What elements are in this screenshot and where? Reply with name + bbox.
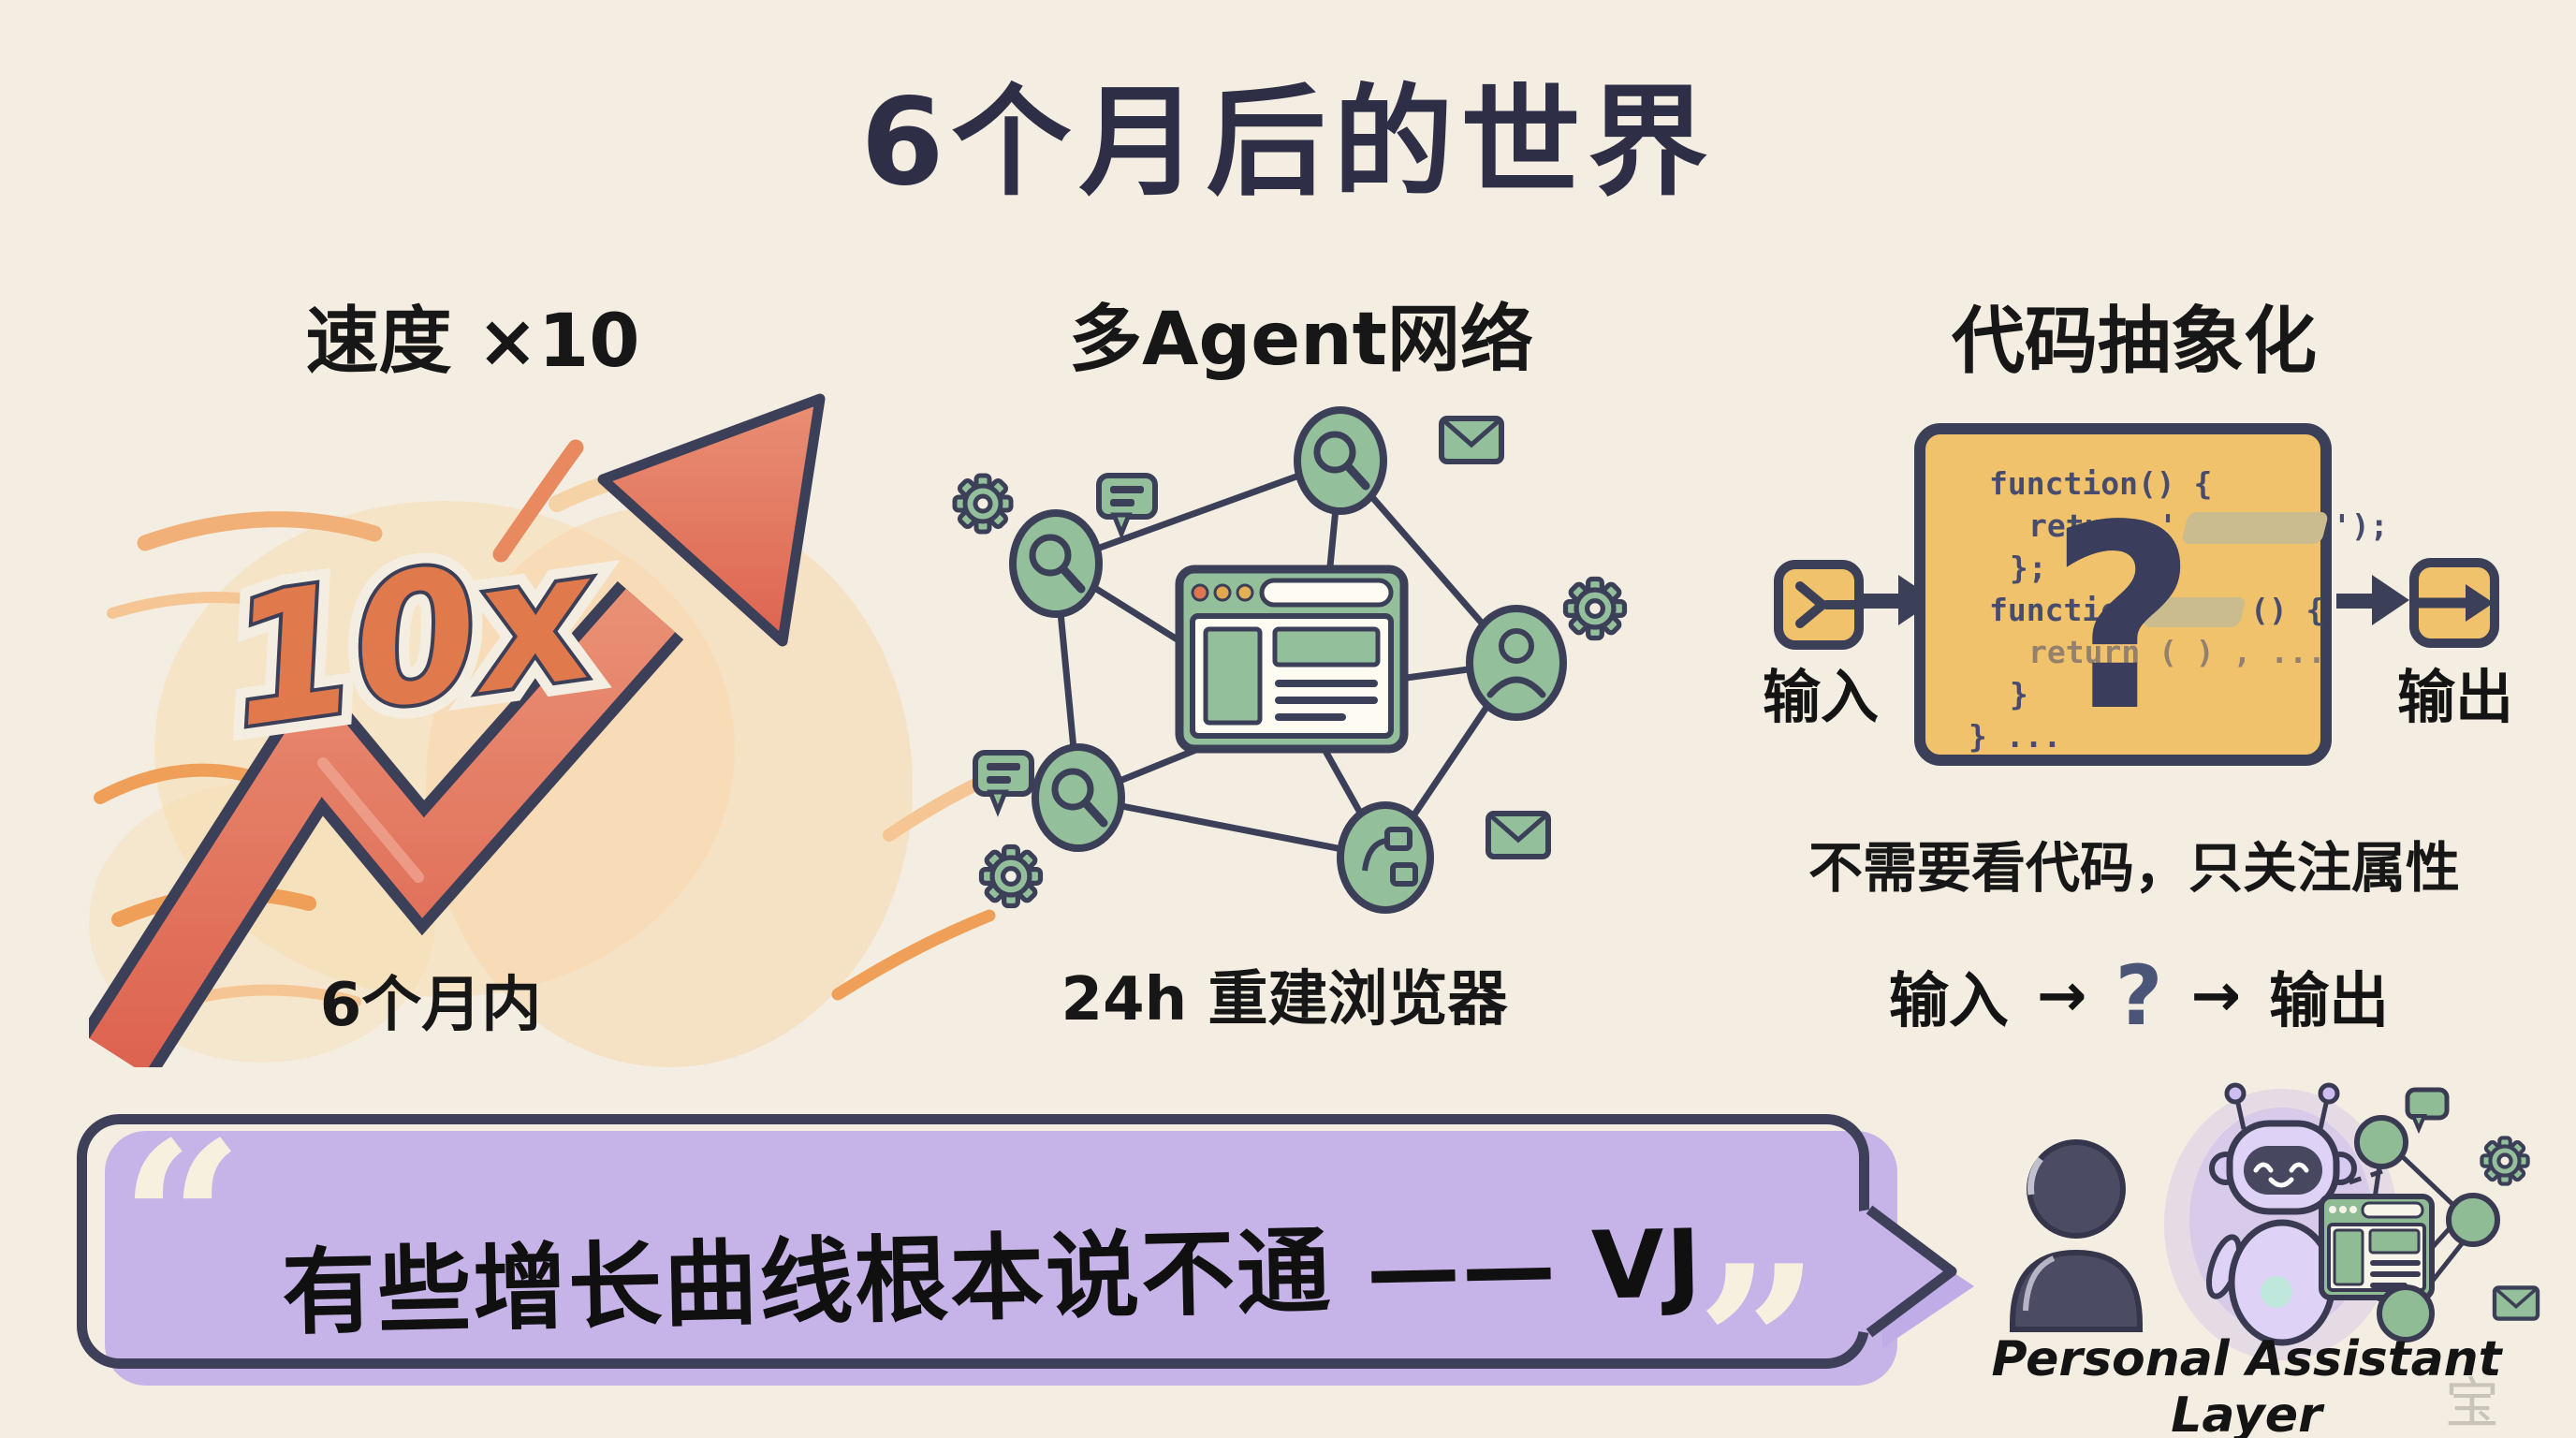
mail-icon	[2495, 1287, 2538, 1318]
arrow-right-icon	[2336, 575, 2409, 625]
flow-arrow: →	[2036, 961, 2087, 1031]
robot-belly-light	[2261, 1276, 2292, 1308]
quote-bubble-tail	[1858, 1205, 1974, 1348]
agent-nodes	[1009, 406, 1567, 914]
robot-face	[2244, 1146, 2322, 1195]
mini-node	[2377, 1284, 2435, 1343]
io-flow-line: 输入 → ? → 输出	[1825, 953, 2452, 1039]
code-line: return ( ) , ...	[2028, 634, 2326, 670]
mail-icon	[1488, 814, 1548, 857]
person-icon	[1486, 628, 1546, 698]
input-terminal-icon	[1774, 560, 1866, 650]
arrowhead	[597, 393, 826, 647]
chat-icon	[975, 753, 1032, 811]
code-line: } ...	[1969, 718, 2062, 755]
flow-output: 输出	[2269, 967, 2390, 1036]
mini-network	[2319, 1087, 2538, 1343]
code-line: return '');	[2028, 507, 2389, 544]
person-silhouette	[2010, 1139, 2143, 1332]
output-arrow-icon	[2409, 558, 2499, 648]
chat-icon	[2405, 1087, 2450, 1135]
flow-question: ?	[2115, 947, 2163, 1044]
code-column-header: 代码抽象化	[1951, 300, 2317, 384]
mini-node	[2354, 1115, 2408, 1169]
zigzag-arrow	[89, 393, 826, 1067]
assistant-caption: Personal Assistant Layer	[1991, 1331, 2502, 1438]
antenna-tip	[2224, 1082, 2247, 1105]
output-label: 输出	[2396, 663, 2513, 731]
quote-open-icon: “	[120, 1095, 244, 1348]
agents-caption: 24h 重建浏览器	[1061, 965, 1508, 1034]
page-title: 6个月后的世界	[860, 73, 1716, 213]
gear-icon	[2481, 1137, 2527, 1183]
quote-close-icon: ”	[1696, 1219, 1821, 1438]
mail-icon	[1442, 418, 1501, 462]
flow-agent-node	[1337, 801, 1434, 914]
mini-node	[2446, 1193, 2500, 1247]
gear-icon	[982, 847, 1041, 906]
browser-dot	[1213, 583, 1232, 602]
watermark: 宝玉	[2445, 1372, 2513, 1435]
redacted-block	[2180, 511, 2330, 544]
flow-input: 输入	[1888, 967, 2009, 1036]
search-agent-node	[1294, 406, 1387, 515]
assistant-illustration	[2010, 1082, 2576, 1360]
redacted-block	[2141, 596, 2247, 627]
code-line: };	[2010, 550, 2047, 586]
browser-sidebar-block	[1203, 626, 1263, 726]
speed-column-header: 速度 ×10	[305, 300, 640, 384]
input-label: 输入	[1762, 663, 1879, 731]
code-note: 不需要看代码，只关注属性	[1808, 836, 2460, 900]
growth-arrow-graphic: 10x 10x	[89, 393, 1033, 1067]
search-agent-node	[1032, 743, 1125, 852]
browser-dot	[1236, 583, 1254, 602]
gear-icon	[955, 476, 1011, 532]
flow-arrow: →	[2190, 961, 2242, 1031]
flowchart-icon	[1362, 827, 1418, 887]
chat-icon	[1099, 476, 1155, 534]
mini-browser-window	[2319, 1194, 2435, 1300]
search-agent-node	[1009, 509, 1103, 618]
flame-blob	[426, 506, 913, 1067]
address-bar	[1259, 578, 1394, 608]
browser-dot	[1191, 583, 1209, 602]
antenna-tip	[2318, 1082, 2340, 1105]
quote-bubble-fill	[105, 1131, 1897, 1386]
code-box: function() { return ''); }; function() {…	[1914, 423, 2389, 766]
speed-caption: 6个月内	[319, 971, 542, 1040]
browser-hero-block	[1272, 626, 1381, 668]
code-line: function() {	[1989, 465, 2213, 502]
agents-column-header: 多Agent网络	[1069, 298, 1533, 382]
browser-window	[1175, 565, 1409, 754]
gear-icon	[1566, 580, 1625, 638]
agent-network-graphic	[917, 406, 1647, 914]
code-line: function() {	[1989, 592, 2325, 628]
code-line: }	[2010, 676, 2028, 712]
